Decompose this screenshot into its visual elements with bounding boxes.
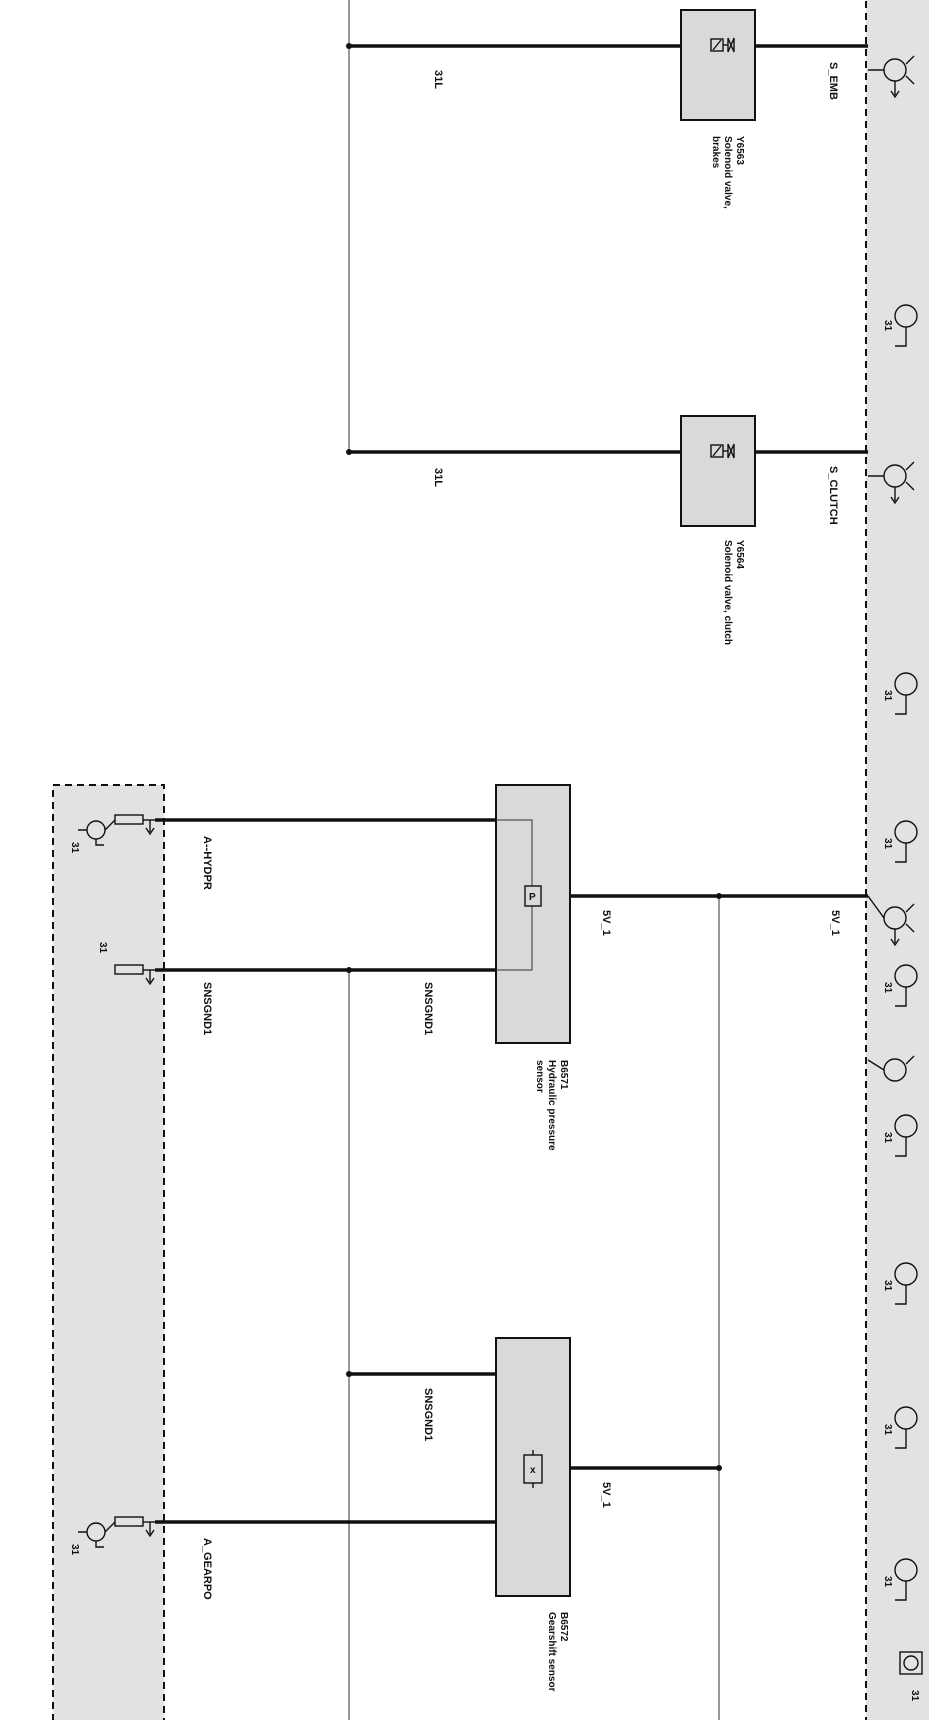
wire-label-s-emb: S_EMB [827,62,839,100]
position-sensor-icon: x [523,1450,543,1488]
hydraulic-pressure-sensor-box [495,784,571,1044]
component-name-b6572: Gearshift sensor [546,1612,557,1692]
junction-node [716,893,722,899]
component-name-b6571-line2: sensor [534,1060,545,1093]
component-name-y6563-line2: brakes [710,136,721,169]
left-ecu-input-snsgnd1: 31 [97,942,155,986]
ground-label-31: 31 [69,1544,80,1556]
ground-arrow-icon [145,1522,155,1538]
solenoid-valve-clutch-box [680,415,756,527]
transistor-icon [894,1262,918,1305]
transistor-icon [894,1558,918,1601]
wire-label-5v1: 5V_1 [600,1482,612,1508]
right-ecu-driver-5v1 [867,895,915,947]
transistor-icon [868,461,915,505]
left-ecu-input-a-gearpo: 31 [69,1516,155,1556]
ground-arrow-icon [145,820,155,836]
valve-coil-icon [710,37,735,53]
control-unit-left [52,784,165,1720]
ground-label-31: 31 [882,690,893,702]
junction-node [346,967,352,973]
valve-coil-icon [710,443,735,459]
junction-node [346,449,352,455]
junction-node [346,43,352,49]
wire-label-a-hydpr: A--HYDPR [201,836,213,890]
wire-label-5v1: 5V_1 [600,910,612,936]
transistor-icon [867,1055,915,1082]
component-name-y6563: Solenoid valve, [722,136,733,209]
ground-label-31: 31 [882,1132,893,1144]
y6563-caption: Y6563 Solenoid valve, brakes [710,136,745,209]
control-unit-right [865,0,929,1720]
junction-node [716,1465,722,1471]
y6564-caption: Y6564 Solenoid valve, clutch [722,540,745,645]
transistor-icon [894,1114,918,1157]
svg-text:x: x [530,1465,536,1476]
gearshift-sensor-box [495,1337,571,1597]
ground-arrow-icon [145,970,155,986]
component-id-y6564: Y6564 [734,540,745,569]
wire-label-31l: 31L [432,70,444,89]
ground-label-31: 31 [882,1576,893,1588]
component-b6572: x [155,1337,722,1597]
ground-label-31: 31 [882,1424,893,1436]
junction-node [346,1371,352,1377]
right-ecu-driver-s-clutch [868,461,915,505]
component-name-b6571: Hydraulic pressure [546,1060,557,1151]
transistor-icon [894,1406,918,1449]
wire-label-a-gearpo: A_GEARPO [201,1538,213,1600]
transistor-icon [894,672,918,715]
wire-label-31l: 31L [432,468,444,487]
right-ecu-ground-labels: 31 31 31 31 31 31 31 31 31 [882,320,920,1702]
transistor-icon [78,1521,116,1548]
right-ecu-ground-transistors [867,304,923,1675]
component-y6564 [346,415,868,527]
left-ecu-input-a-hydpr: 31 [69,814,155,854]
wire-label-s-clutch: S_CLUTCH [827,466,839,525]
right-ecu-driver-s-emb [868,55,915,99]
ground-label-31: 31 [97,942,108,954]
transistor-icon [78,819,116,846]
ground-label-31: 31 [882,320,893,332]
transistor-icon [894,820,918,863]
component-id-b6572: B6572 [558,1612,569,1642]
transistor-icon [868,55,915,99]
component-id-y6563: Y6563 [734,136,745,165]
ground-label-31: 31 [882,1280,893,1292]
ground-label-31: 31 [69,842,80,854]
solenoid-valve-brakes-box [680,9,756,121]
pressure-sensor-icon: P [524,885,542,907]
transistor-icon [867,895,915,947]
b6571-caption: B6571 Hydraulic pressure sensor [534,1060,569,1151]
wire-label-snsgnd1: SNSGND1 [422,1388,434,1441]
connector-icon [899,1651,923,1675]
component-b6571: P [155,784,868,1044]
component-name-y6564: Solenoid valve, clutch [722,540,733,645]
transistor-icon [894,964,918,1007]
svg-text:P: P [529,892,536,903]
b6572-caption: B6572 Gearshift sensor [546,1612,569,1692]
ground-label-31: 31 [882,838,893,850]
component-id-b6571: B6571 [558,1060,569,1090]
ground-label-31: 31 [882,982,893,994]
ground-label-31: 31 [909,1690,920,1702]
wire-label-snsgnd1: SNSGND1 [422,982,434,1035]
component-y6563 [346,9,868,121]
transistor-icon [894,304,918,347]
wire-label-snsgnd1: SNSGND1 [201,982,213,1035]
wire-label-5v1: 5V_1 [829,910,841,936]
